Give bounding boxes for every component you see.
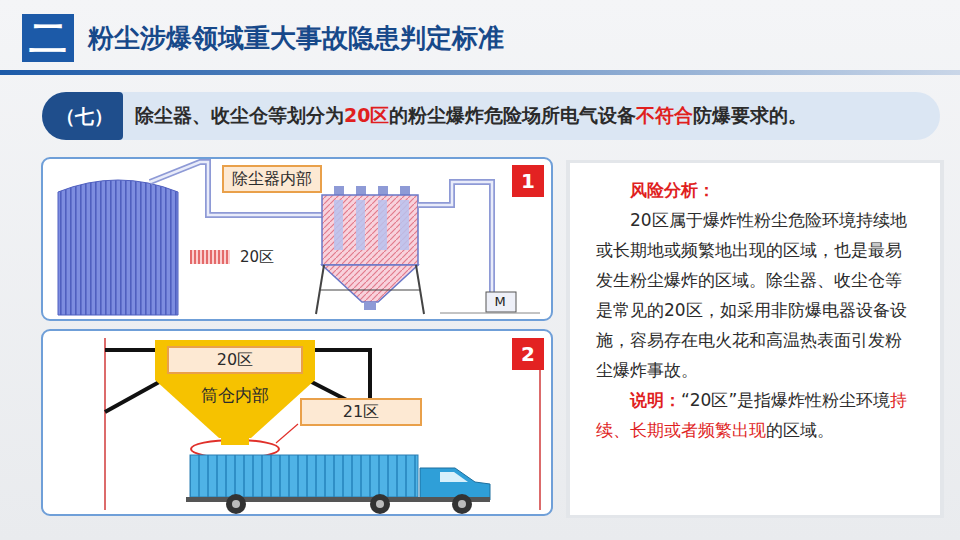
item-number: （七） bbox=[42, 92, 123, 140]
hopper-outlet bbox=[221, 438, 249, 445]
zone-box-text: 21区 bbox=[310, 402, 412, 422]
section-number: 二 bbox=[22, 14, 74, 62]
truck bbox=[186, 455, 490, 514]
outlet-pipe bbox=[418, 182, 492, 292]
criterion-text: 防爆要求的。 bbox=[693, 103, 807, 129]
callout-number: 2 bbox=[512, 338, 544, 370]
silo-hopper: 筒仓内部 20区 bbox=[155, 340, 315, 445]
callout-number: 1 bbox=[512, 165, 544, 197]
motor bbox=[486, 292, 516, 312]
note-text: “20区”是指爆炸性粉尘环境 bbox=[681, 390, 890, 410]
ground-line bbox=[440, 313, 540, 314]
criterion-text: 不符合 bbox=[636, 103, 693, 129]
inlet-pipe bbox=[150, 162, 322, 215]
zone-box-text: 20区 bbox=[177, 350, 293, 370]
inlet-pipe bbox=[150, 162, 322, 215]
panel-frame bbox=[42, 158, 552, 320]
criterion-text: 的粉尘爆炸危险场所电气设备 bbox=[389, 103, 636, 129]
zone-box: 21区 bbox=[300, 398, 422, 426]
legend-swatch bbox=[190, 250, 230, 264]
header-rule bbox=[0, 70, 960, 75]
zone-callout-text: 除尘器内部 bbox=[232, 169, 312, 189]
leader-line bbox=[276, 424, 298, 443]
legend-text: 20区 bbox=[240, 246, 274, 268]
analysis-heading: 风险分析： bbox=[596, 175, 918, 205]
callout-number-text: 1 bbox=[512, 165, 544, 197]
page-title: 粉尘涉爆领域重大事故隐患判定标准 bbox=[88, 18, 504, 58]
note-text: 说明： bbox=[630, 390, 681, 410]
criterion-banner: （七） 除尘器、收尘仓等划分为20区的粉尘爆炸危险场所电气设备不符合防爆要求的。 bbox=[42, 92, 940, 140]
motor-label: M bbox=[490, 293, 510, 311]
zone-callout: 除尘器内部 bbox=[222, 165, 322, 193]
analysis-panel: 风险分析：20区属于爆炸性粉尘危险环境持续地或长期地或频繁地出现的区域，也是最易… bbox=[570, 163, 940, 515]
note-paragraph: 说明：“20区”是指爆炸性粉尘环境持续、长期或者频繁出现的区域。 bbox=[596, 385, 918, 445]
panel-frame bbox=[42, 330, 552, 515]
note-text: 的区域。 bbox=[766, 420, 834, 440]
criterion-text: 除尘器、收尘仓等划分为 bbox=[135, 103, 344, 129]
dust-collector bbox=[316, 186, 424, 314]
criterion-text: 20区 bbox=[344, 103, 389, 129]
zone-box: 20区 bbox=[167, 346, 303, 374]
silo bbox=[58, 180, 178, 315]
panel-shadow bbox=[566, 160, 944, 518]
wall-line bbox=[104, 338, 106, 510]
hopper-body bbox=[155, 340, 315, 438]
analysis-body: 20区属于爆炸性粉尘危险环境持续地或长期地或频繁地出现的区域，也是最易发生粉尘爆… bbox=[596, 205, 918, 385]
outlet-pipe bbox=[418, 182, 492, 292]
callout-number-text: 2 bbox=[512, 338, 544, 370]
hopper-label: 筒仓内部 bbox=[155, 384, 315, 406]
